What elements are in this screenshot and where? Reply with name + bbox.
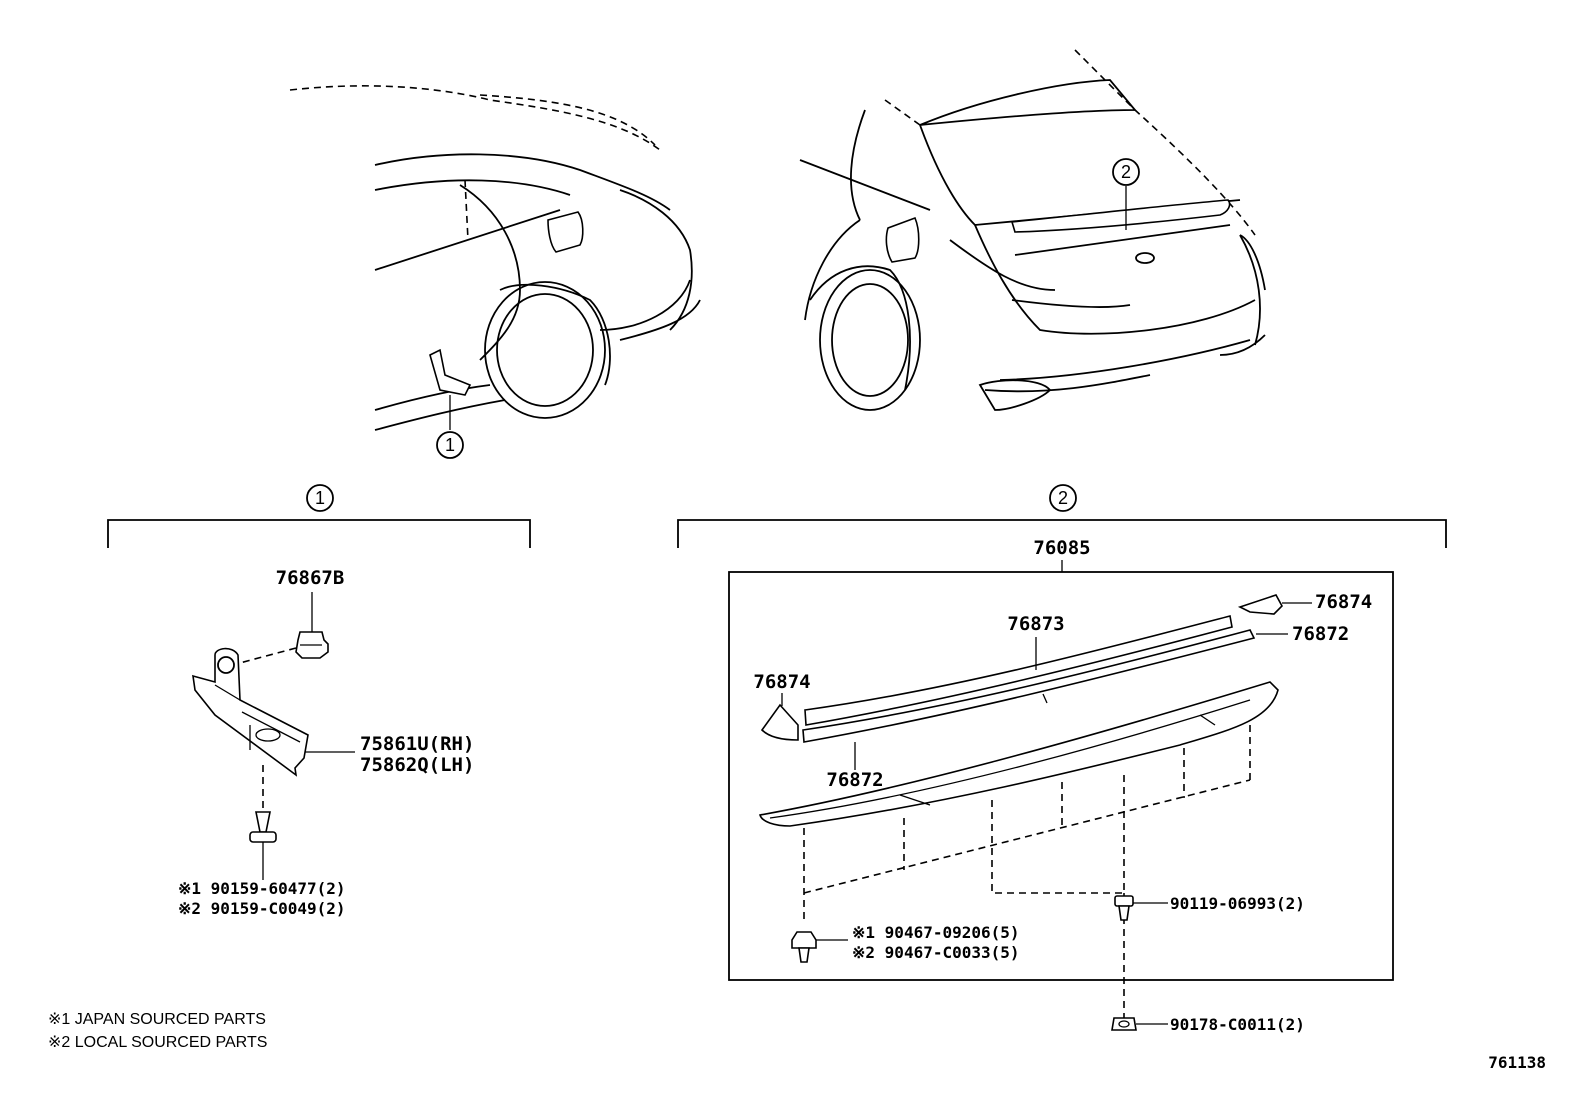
garnish-strip-icon <box>804 615 1233 726</box>
screw-part-2-label: ※2 90159-C0049(2) <box>178 899 346 918</box>
part-75862q-label: 75862Q(LH) <box>360 754 474 776</box>
part-75861u-label: 75861U(RH) <box>360 733 474 755</box>
section-1: 1 76867B 75861U(RH) 75862Q(LH) ※1 90159-… <box>107 484 531 918</box>
assembly-frame <box>728 571 1394 981</box>
part-90178-label: 90178-C0011(2) <box>1170 1015 1305 1034</box>
end-cap-left-icon <box>760 703 799 741</box>
part-76873-label: 76873 <box>1007 613 1064 635</box>
callout-2-section: 2 <box>1058 488 1068 508</box>
section-2-bracket <box>677 519 1447 548</box>
section-2: 2 76085 76874 76873 76872 76874 76872 <box>677 484 1447 1034</box>
car-rear-view: 2 <box>799 49 1266 411</box>
callout-1-car: 1 <box>445 435 455 455</box>
part-76085-label: 76085 <box>1033 537 1090 559</box>
callout-1-section: 1 <box>315 488 325 508</box>
car-side-view: 1 <box>289 85 701 459</box>
callout-2-car: 2 <box>1121 162 1131 182</box>
part-76874-left-label: 76874 <box>753 671 810 693</box>
nut-icon <box>1111 1017 1137 1031</box>
clip-part-1-label: ※1 90467-09206(5) <box>852 923 1020 942</box>
clip-90467-icon <box>791 931 817 963</box>
end-cap-right-icon <box>1237 594 1283 615</box>
part-76872-left-label: 76872 <box>826 769 883 791</box>
screw-icon <box>249 811 277 843</box>
section-1-bracket <box>107 519 531 548</box>
note-japan-sourced: ※1 JAPAN SOURCED PARTS <box>48 1011 266 1028</box>
tape-strip-icon <box>802 629 1256 743</box>
figure-id: 761138 <box>1488 1053 1546 1072</box>
clip-part-2-label: ※2 90467-C0033(5) <box>852 943 1020 962</box>
part-90119-label: 90119-06993(2) <box>1170 894 1305 913</box>
rear-spoiler-icon <box>758 681 1279 827</box>
mud-guard-bracket-icon <box>192 647 309 777</box>
part-76867b-label: 76867B <box>276 567 345 589</box>
part-76872-right-label: 76872 <box>1292 623 1349 645</box>
clip-icon <box>295 631 329 659</box>
part-76874-right-label: 76874 <box>1315 591 1372 613</box>
screw-part-1-label: ※1 90159-60477(2) <box>178 879 346 898</box>
note-local-sourced: ※2 LOCAL SOURCED PARTS <box>48 1034 267 1051</box>
bolt-icon <box>1114 895 1134 921</box>
